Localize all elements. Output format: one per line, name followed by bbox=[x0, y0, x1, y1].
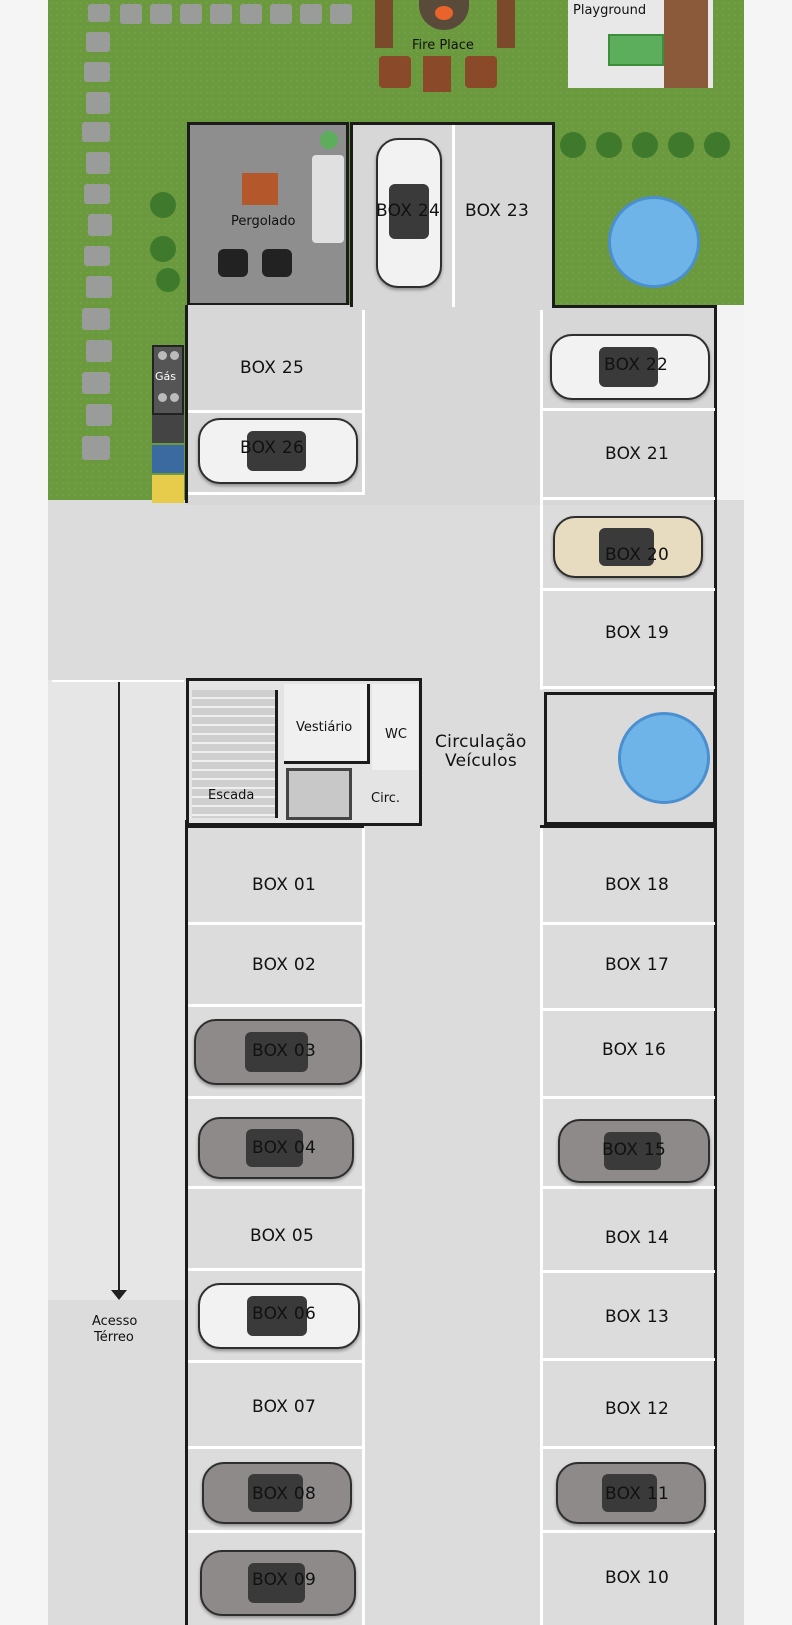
veiculos-label: Veículos bbox=[445, 751, 517, 771]
pool-mid bbox=[618, 712, 710, 804]
bush bbox=[156, 268, 180, 292]
box-06-label: BOX 06 bbox=[252, 1304, 317, 1324]
playground-label: Playground bbox=[573, 3, 647, 18]
box-22-label: BOX 22 bbox=[604, 355, 669, 375]
arrow-down-icon bbox=[111, 1290, 127, 1300]
gas-label: Gás bbox=[155, 370, 176, 383]
box-15-label: BOX 15 bbox=[602, 1140, 667, 1160]
box-14-label: BOX 14 bbox=[605, 1228, 670, 1248]
bush bbox=[150, 192, 176, 218]
stairs bbox=[192, 690, 278, 818]
car bbox=[558, 1119, 710, 1183]
box-12-label: BOX 12 bbox=[605, 1399, 670, 1419]
car bbox=[200, 1550, 356, 1616]
wc-room bbox=[372, 684, 418, 770]
pergolado-label: Pergolado bbox=[231, 214, 296, 229]
box-23-label: BOX 23 bbox=[465, 201, 530, 221]
vestiario-label: Vestiário bbox=[296, 720, 353, 735]
car bbox=[553, 516, 703, 578]
recycling-bins bbox=[152, 415, 184, 503]
playground-area bbox=[568, 0, 713, 88]
box-05-label: BOX 05 bbox=[250, 1226, 315, 1246]
pergolado bbox=[187, 122, 349, 306]
stepping-stones bbox=[78, 0, 142, 480]
escada-label: Escada bbox=[208, 788, 255, 803]
car bbox=[376, 138, 442, 288]
terreo-label: Térreo bbox=[94, 1330, 134, 1345]
box-03-label: BOX 03 bbox=[252, 1041, 317, 1061]
box-19-label: BOX 19 bbox=[605, 623, 670, 643]
box-10-label: BOX 10 bbox=[605, 1568, 670, 1588]
box-13-label: BOX 13 bbox=[605, 1307, 670, 1327]
right-margin bbox=[744, 0, 792, 1625]
box-16-label: BOX 16 bbox=[602, 1040, 667, 1060]
box-18-label: BOX 18 bbox=[605, 875, 670, 895]
wc-label: WC bbox=[385, 727, 407, 742]
car bbox=[202, 1462, 352, 1524]
box-02-label: BOX 02 bbox=[252, 955, 317, 975]
pool-top bbox=[608, 196, 700, 288]
acesso-label: Acesso bbox=[92, 1314, 138, 1329]
car bbox=[198, 1283, 360, 1349]
left-margin bbox=[0, 0, 48, 1625]
access-line-h bbox=[52, 680, 184, 682]
box-17-label: BOX 17 bbox=[605, 955, 670, 975]
box-25-label: BOX 25 bbox=[240, 358, 305, 378]
gas-cabinet bbox=[152, 345, 184, 415]
car bbox=[194, 1019, 362, 1085]
hedge bbox=[560, 132, 730, 160]
car bbox=[198, 418, 358, 484]
fire-place bbox=[375, 0, 515, 95]
circ-label: Circ. bbox=[371, 791, 401, 806]
box-01-label: BOX 01 bbox=[252, 875, 317, 895]
box-08-label: BOX 08 bbox=[252, 1484, 317, 1504]
box-07-label: BOX 07 bbox=[252, 1397, 317, 1417]
bush bbox=[150, 236, 176, 262]
access-line-v bbox=[118, 682, 120, 1298]
fire-icon bbox=[419, 0, 469, 30]
vestiario-room bbox=[284, 684, 370, 764]
box-21-label: BOX 21 bbox=[605, 444, 670, 464]
elevator bbox=[286, 768, 352, 820]
box-09-label: BOX 09 bbox=[252, 1570, 317, 1590]
box-04-label: BOX 04 bbox=[252, 1138, 317, 1158]
car bbox=[550, 334, 710, 400]
box-26-label: BOX 26 bbox=[240, 438, 305, 458]
car bbox=[556, 1462, 706, 1524]
box-20-label: BOX 20 bbox=[605, 545, 670, 565]
car bbox=[198, 1117, 354, 1179]
fire-place-label: Fire Place bbox=[412, 38, 474, 53]
box-11-label: BOX 11 bbox=[605, 1484, 670, 1504]
top-stones bbox=[120, 0, 360, 28]
circulacao-label: Circulação bbox=[435, 732, 527, 752]
box-24-label: BOX 24 bbox=[376, 201, 441, 221]
